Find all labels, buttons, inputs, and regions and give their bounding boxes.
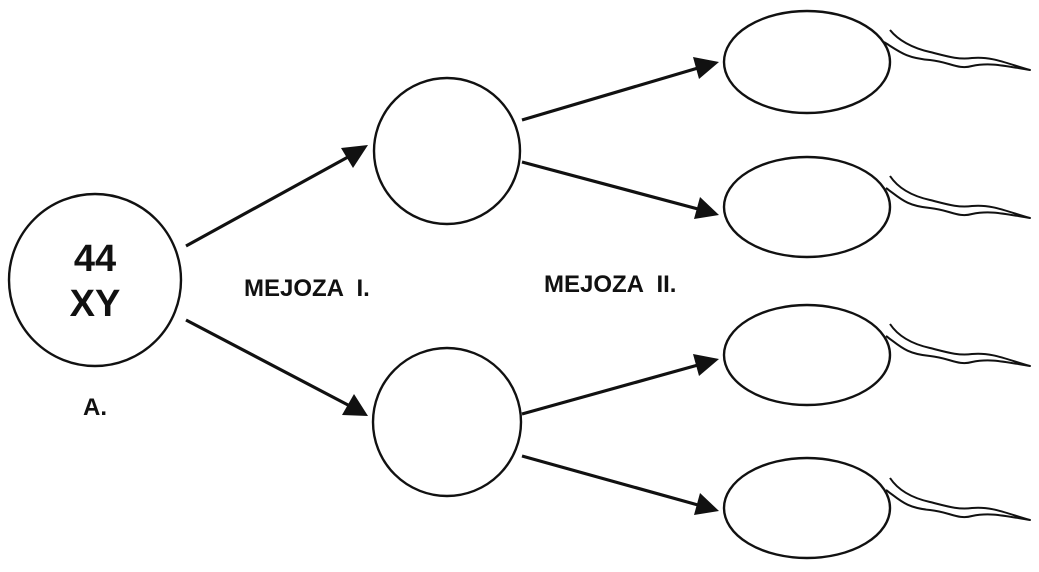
secondary-cell-lower [371, 346, 523, 498]
sperm-cell-3 [722, 303, 1031, 407]
arrow-meiosis-1-upper [185, 145, 368, 248]
stage-label-meiosis-1: MEJOZA I. [244, 275, 370, 302]
parent-cell-chromosome-count: 44 [74, 238, 116, 280]
arrow-meiosis-1-lower [185, 318, 368, 416]
arrow-meiosis-2-2 [521, 160, 719, 219]
sperm-cell-2 [722, 155, 1031, 259]
sperm-cell-1 [722, 9, 1031, 115]
arrow-meiosis-2-3 [521, 354, 719, 416]
parent-cell-sex-chromosomes: XY [70, 283, 121, 325]
arrow-meiosis-2-4 [521, 454, 719, 515]
parent-cell-caption: A. [83, 394, 107, 421]
arrow-meiosis-2-1 [521, 57, 719, 122]
parent-cell [7, 192, 183, 368]
secondary-cell-upper [372, 76, 522, 226]
sperm-cell-4 [722, 456, 1031, 560]
stage-label-meiosis-2: MEJOZA II. [544, 271, 676, 298]
